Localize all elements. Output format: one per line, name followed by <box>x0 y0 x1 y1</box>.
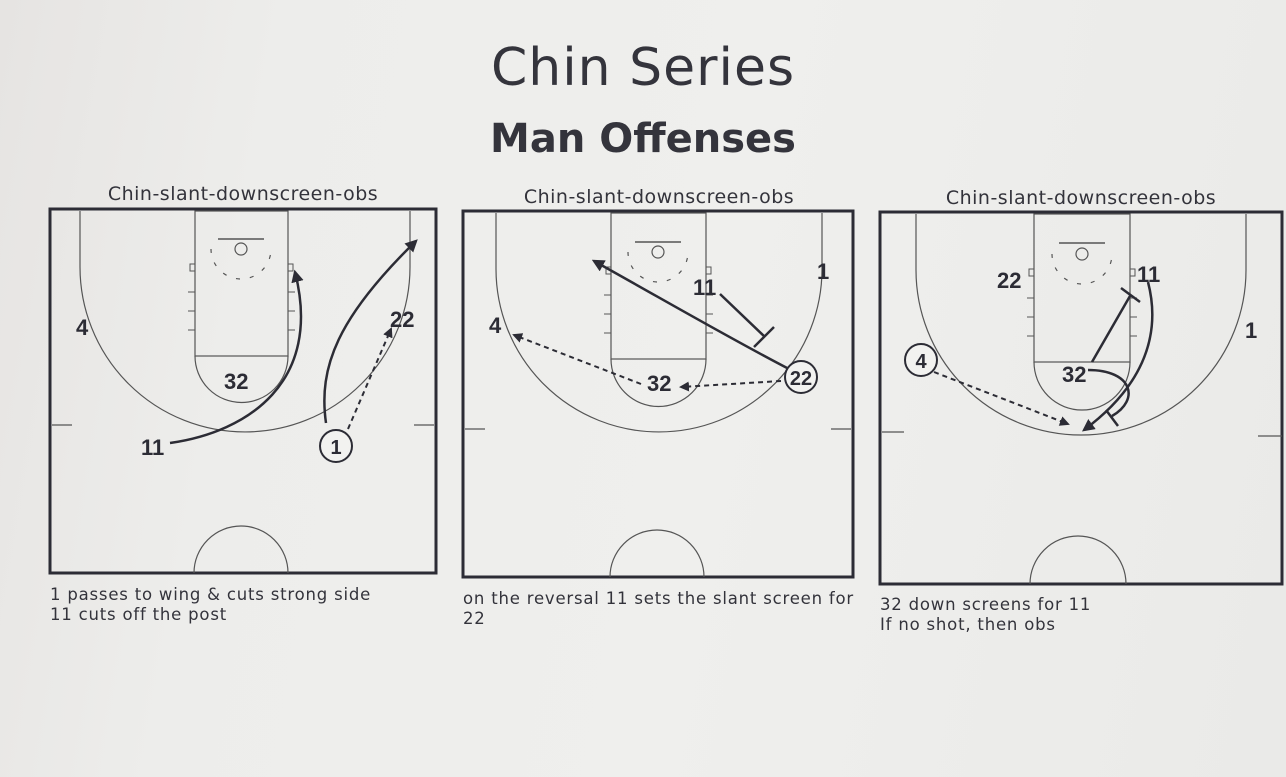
free-throw-circle <box>610 358 707 408</box>
court-border <box>461 209 855 579</box>
pass-arrow <box>347 327 393 430</box>
court-border <box>48 207 438 575</box>
restricted-arc <box>210 248 272 280</box>
court-diagram: 22 11 1 4 32 <box>878 210 1284 586</box>
screen-mark <box>1105 409 1119 427</box>
player-label: 4 <box>489 313 502 338</box>
free-throw-circle <box>194 355 289 404</box>
hoop <box>1075 247 1089 261</box>
lane <box>610 212 707 360</box>
cut-arrow <box>1081 281 1154 432</box>
player-label: 11 <box>141 435 164 460</box>
court-diagram: 4 11 1 32 22 <box>461 209 855 579</box>
screen-mark <box>753 326 775 348</box>
panel-title: Chin-slant-downscreen-obs <box>523 186 795 208</box>
restricted-arc <box>1051 253 1113 285</box>
screen-mark <box>1120 286 1141 304</box>
lane <box>194 210 289 357</box>
player-circle <box>784 360 818 394</box>
three-point-arc <box>915 214 1247 436</box>
player-label: 32 <box>647 371 671 396</box>
hoop <box>234 242 248 256</box>
diagram-panel-1: Chin-slant-downscreen-obs 4 22 32 11 1 <box>48 180 438 630</box>
player-label: 32 <box>224 369 248 394</box>
player-circle <box>904 343 938 377</box>
three-point-arc <box>495 213 823 433</box>
restricted-arc <box>627 251 689 283</box>
panel-title: Chin-slant-downscreen-obs <box>945 187 1217 209</box>
panel-title: Chin-slant-downscreen-obs <box>107 183 379 205</box>
screen-line <box>719 293 766 338</box>
panel-caption: on the reversal 11 sets the slant screen… <box>463 589 854 628</box>
hoop <box>651 245 665 259</box>
player-label: 22 <box>997 268 1021 293</box>
panel-caption: 1 passes to wing & cuts strong side 11 c… <box>50 585 372 624</box>
cut-arrow <box>169 269 304 445</box>
diagram-panel-2: Chin-slant-downscreen-obs 4 11 1 32 22 <box>461 183 857 633</box>
diagram-panel-3: Chin-slant-downscreen-obs 22 11 1 4 <box>878 184 1284 644</box>
page-subtitle: Man Offenses <box>490 116 796 162</box>
cut-arrow <box>1087 368 1130 418</box>
court-border <box>878 210 1284 586</box>
court-diagram: 4 22 32 11 1 <box>48 207 438 575</box>
player-label: 1 <box>817 259 829 284</box>
cut-arrow <box>323 239 418 424</box>
player-label: 4 <box>915 351 927 373</box>
pass-arrow <box>679 380 782 392</box>
player-label: 11 <box>1137 262 1160 287</box>
panel-caption: 32 down screens for 11 If no shot, then … <box>880 595 1092 634</box>
player-label: 22 <box>790 368 812 390</box>
center-circle <box>1029 535 1127 585</box>
pass-arrow <box>933 371 1070 426</box>
player-label: 1 <box>330 437 341 459</box>
player-label: 4 <box>76 315 89 340</box>
pass-arrow <box>512 333 642 385</box>
player-label: 22 <box>390 307 414 332</box>
player-label: 11 <box>693 275 716 300</box>
page-title: Chin Series <box>490 38 796 98</box>
player-label: 32 <box>1062 362 1086 387</box>
screen-line <box>1090 295 1132 363</box>
ball-handler-circle <box>319 429 353 463</box>
lane <box>1033 213 1131 363</box>
center-circle <box>609 529 705 578</box>
three-point-arc <box>79 211 411 433</box>
player-label: 1 <box>1245 318 1257 343</box>
cut-arrow <box>591 259 790 371</box>
center-circle <box>193 525 289 574</box>
